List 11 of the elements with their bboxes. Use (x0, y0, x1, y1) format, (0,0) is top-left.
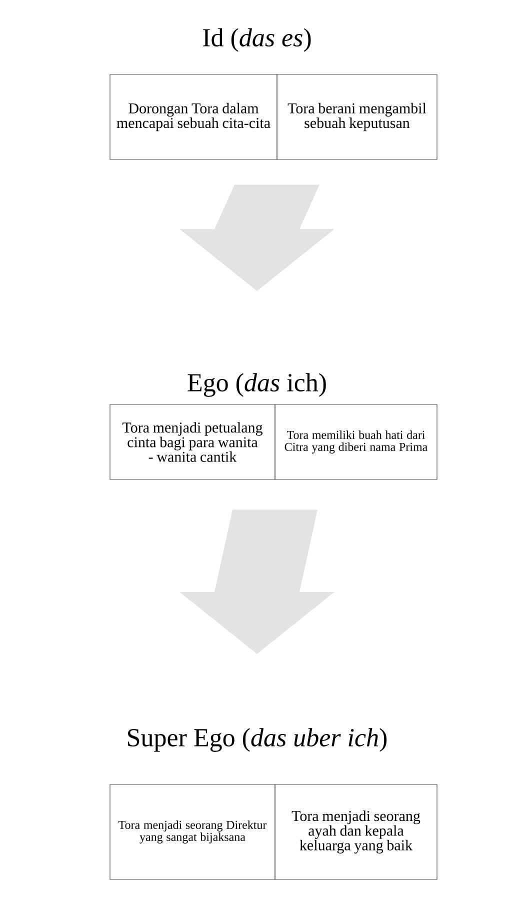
text-box: Dorongan Tora dalam mencapai sebuah cita-cita (110, 74, 278, 160)
text-box: Tora menjadi seorang Direktur yang sangat bijaksana (110, 784, 276, 880)
down-arrow (180, 184, 334, 291)
section-heading: Id (das es) (203, 28, 311, 52)
text-box: Tora menjadi seorang ayah dan kepala keluarga yang baik (274, 784, 438, 880)
down-arrow (180, 510, 334, 654)
section-heading: Ego (das ich) (188, 373, 326, 397)
text-box: Tora memiliki buah hati dari Citra yang diberi nama Prima (274, 404, 438, 480)
text-box: Tora berani mengambil sebuah keputusan (276, 74, 438, 160)
text-box: Tora menjadi petualang cinta bagi para wanita - wanita cantik (110, 404, 276, 480)
section-heading: Super Ego (das uber ich) (128, 728, 387, 752)
